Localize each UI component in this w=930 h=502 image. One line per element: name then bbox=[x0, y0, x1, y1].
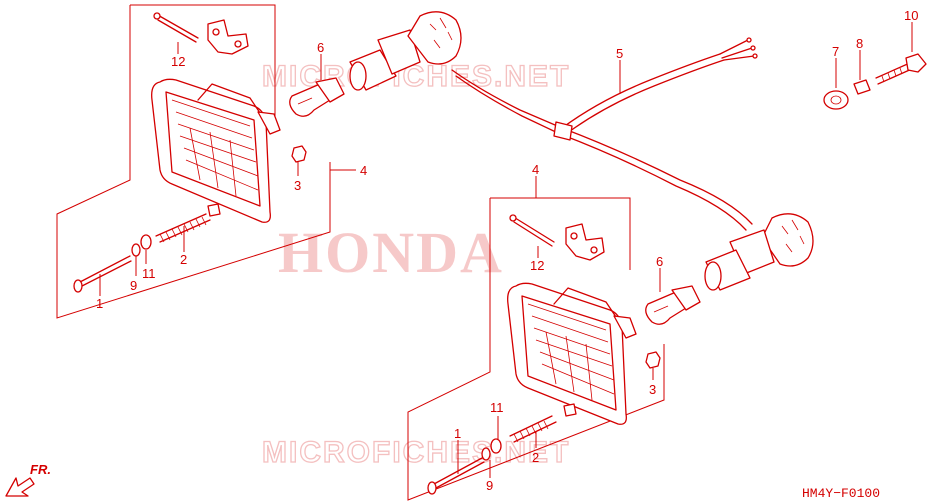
spring-2-right bbox=[509, 415, 557, 443]
screw-1-left bbox=[73, 255, 132, 293]
callout-11-left: 11 bbox=[142, 266, 156, 281]
callout-11-right: 11 bbox=[490, 400, 504, 415]
group-bracket-left bbox=[56, 5, 331, 319]
callout-4-right: 4 bbox=[532, 162, 539, 177]
grommet-7 bbox=[823, 90, 849, 110]
headlight-assembly-left bbox=[56, 4, 331, 319]
microfiches-watermark-top: MICROFICHES.NET bbox=[262, 60, 570, 93]
callout-9-left: 9 bbox=[130, 278, 137, 293]
clip-12-left bbox=[207, 19, 249, 55]
wire-harness-5 bbox=[451, 37, 758, 231]
callout-4-left: 4 bbox=[360, 163, 367, 178]
callout-6-right: 6 bbox=[656, 254, 663, 269]
callout-3-left: 3 bbox=[294, 178, 301, 193]
callout-10: 10 bbox=[904, 8, 918, 23]
callout-1-right: 1 bbox=[454, 426, 461, 441]
bulb-6-left bbox=[289, 77, 345, 117]
callout-9-right: 9 bbox=[486, 478, 493, 493]
washer-11-left bbox=[140, 234, 152, 250]
direction-label: FR. bbox=[30, 462, 51, 477]
socket-left bbox=[349, 11, 462, 91]
collar-8 bbox=[853, 79, 871, 95]
callout-7: 7 bbox=[832, 44, 839, 59]
headlight-unit-right bbox=[507, 282, 637, 425]
callout-2-left: 2 bbox=[180, 252, 187, 267]
nut-3-left bbox=[291, 145, 307, 163]
washer-9-left bbox=[131, 243, 141, 257]
diagram-code: HM4Y−F0100 bbox=[802, 486, 880, 501]
callout-5: 5 bbox=[616, 46, 623, 61]
headlight-assembly-right bbox=[407, 197, 665, 501]
clip-12-right bbox=[565, 223, 605, 261]
headlight-unit-left bbox=[151, 78, 281, 223]
callout-12-right: 12 bbox=[530, 258, 544, 273]
callout-2-right: 2 bbox=[532, 450, 539, 465]
socket-right bbox=[704, 213, 814, 291]
callout-1-left: 1 bbox=[96, 296, 103, 311]
honda-watermark: HONDA bbox=[278, 220, 504, 285]
callout-12-left: 12 bbox=[171, 54, 185, 69]
washer-9-right bbox=[481, 447, 491, 461]
pin-12-left bbox=[153, 12, 199, 43]
callout-8: 8 bbox=[856, 36, 863, 51]
microfiches-watermark-bottom: MICROFICHES.NET bbox=[262, 436, 570, 469]
callout-6-left: 6 bbox=[317, 40, 324, 55]
leader-lines bbox=[99, 22, 913, 478]
front-direction-indicator: FR. bbox=[5, 462, 51, 497]
callout-3-right: 3 bbox=[649, 382, 656, 397]
washer-11-right bbox=[490, 438, 502, 454]
group-bracket-left-top bbox=[130, 4, 276, 130]
bulb-6-right bbox=[645, 285, 701, 325]
spring-2-left bbox=[155, 213, 211, 243]
bolt-10 bbox=[875, 53, 927, 85]
callout-labels: 12 6 5 7 8 10 4 3 2 11 9 1 4 12 6 3 11 1… bbox=[96, 8, 918, 493]
arrow-icon bbox=[5, 477, 35, 497]
screw-1-right bbox=[427, 457, 485, 495]
pin-12-right bbox=[509, 214, 555, 247]
group-bracket-right bbox=[407, 197, 665, 501]
nut-3-right bbox=[645, 351, 661, 369]
